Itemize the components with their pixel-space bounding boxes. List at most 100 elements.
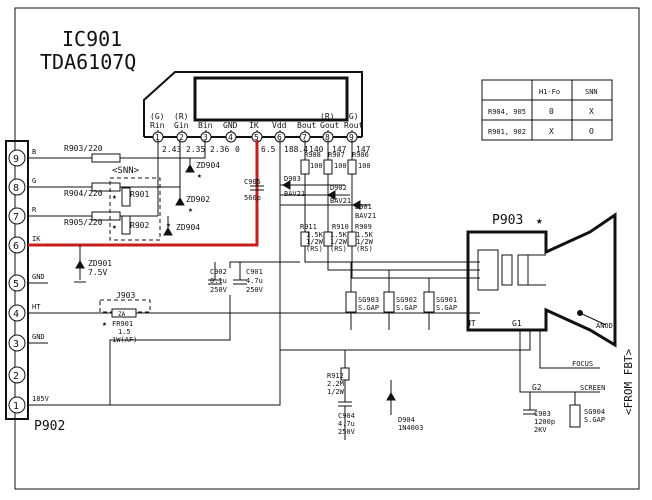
ic-pin-label-2: Gin — [174, 121, 189, 130]
table-row1-snn: X — [589, 107, 594, 116]
ic-pin-label-8: Gout — [320, 121, 339, 130]
p902-pin-number-3: 3 — [13, 339, 19, 350]
svg-text:(RS): (RS) — [330, 245, 347, 253]
svg-text:★: ★ — [166, 220, 171, 229]
ic-heat-tab — [193, 76, 349, 122]
p902-pin-circle-6 — [8, 236, 26, 254]
p902-pin-number-4: 4 — [13, 309, 19, 320]
svg-text:HT: HT — [466, 319, 476, 328]
ic-pin-number-9: 9 — [349, 133, 354, 142]
ic-pin-label-2: (R) — [174, 112, 188, 121]
connector-p902-body — [5, 140, 29, 420]
p902-pin-number-1: 1 — [13, 401, 19, 412]
svg-text:D903: D903 — [284, 175, 301, 183]
ic-pin-voltage-8: 147 — [332, 145, 347, 154]
p902-pin-circle-7 — [8, 207, 26, 225]
svg-text:S.GAP: S.GAP — [358, 304, 379, 312]
svg-text:FOCUS: FOCUS — [572, 360, 593, 368]
table-row2-label: R901, 902 — [488, 128, 526, 136]
snn-label: <SNN> — [112, 166, 140, 176]
svg-text:SCREEN: SCREEN — [580, 384, 605, 392]
svg-text:2KV: 2KV — [534, 426, 547, 434]
svg-text:100: 100 — [358, 162, 371, 170]
svg-text:4.7u: 4.7u — [338, 420, 355, 428]
r912-c904-d904: R912 2.2M 1/2W C904 4.7u 250V D904 1N400… — [327, 350, 423, 440]
feedback-resistors: R911 1.5K 1/2W (RS) R910 1.5K 1/2W (RS) … — [300, 223, 480, 279]
spark-gaps: SG903 S.GAP SG902 S.GAP SG901 S.GAP — [345, 262, 457, 330]
svg-text:G2: G2 — [532, 383, 542, 392]
svg-text:C901: C901 — [246, 268, 263, 276]
svg-text:ZA: ZA — [118, 311, 126, 318]
p902-pin-circle-3 — [8, 334, 26, 352]
svg-text:1/2W: 1/2W — [306, 238, 324, 246]
svg-text:FR901: FR901 — [112, 320, 133, 328]
svg-text:R901: R901 — [130, 190, 149, 199]
ic-pins: 1(G)Rin2.432(R)Gin2.353Bin2.364GND05IK6.… — [150, 112, 371, 154]
p902-pin-circle-9 — [8, 149, 26, 167]
svg-text:1.5K: 1.5K — [356, 231, 374, 239]
ic-pin-number-1: 1 — [155, 133, 160, 142]
focus-screen: FOCUS SCREEN G2 <FROM FBT> — [519, 330, 635, 415]
svg-text:R911: R911 — [300, 223, 317, 231]
ic-pin-label-6: Vdd — [272, 121, 287, 130]
ic-pin-number-7: 7 — [302, 133, 307, 142]
from-fbt-label: <FROM FBT> — [622, 348, 635, 415]
table-row2-snn: O — [589, 127, 594, 136]
svg-text:R912: R912 — [327, 372, 344, 380]
svg-text:★: ★ — [197, 171, 202, 180]
p902-pin-circle-4 — [8, 304, 26, 322]
svg-text:1/2W: 1/2W — [330, 238, 348, 246]
svg-text:(RS): (RS) — [306, 245, 323, 253]
input-resistors: R903/220 R904/220 R905/220 — [64, 144, 121, 227]
svg-text:SG903: SG903 — [358, 296, 379, 304]
ic-pin-label-7: Bout — [297, 121, 316, 130]
svg-text:★: ★ — [536, 214, 543, 227]
svg-text:P903: P903 — [492, 213, 523, 228]
c903-sg904: C903 1200p 2KV SG904 S.GAP — [523, 392, 605, 434]
j903-fr901: J903 ZA ★ FR901 1.5 1W(AF) — [99, 291, 151, 344]
svg-text:BAV21: BAV21 — [284, 190, 305, 198]
ic-pin-label-1: (G) — [150, 112, 164, 121]
svg-text:G1: G1 — [512, 319, 522, 328]
ik-trace — [28, 140, 259, 247]
ic-pin-label-9: Rout — [344, 121, 363, 130]
p902-pin-number-6: 6 — [13, 241, 19, 252]
p902-signal-9: B — [32, 148, 36, 156]
svg-text:1.5K: 1.5K — [306, 231, 324, 239]
svg-text:250V: 250V — [338, 428, 356, 436]
svg-text:S.GAP: S.GAP — [584, 416, 605, 424]
ic-pin-number-3: 3 — [203, 133, 208, 142]
p902-pin-circle-8 — [8, 178, 26, 196]
p902-signal-1: 185V — [32, 395, 50, 403]
svg-text:ZD904: ZD904 — [176, 223, 200, 232]
p902-pin-number-8: 8 — [13, 183, 19, 194]
p902-pin-number-5: 5 — [13, 279, 19, 290]
svg-text:1.5K: 1.5K — [330, 231, 348, 239]
svg-text:1W(AF): 1W(AF) — [112, 336, 137, 344]
ic-pin-label-9: (G) — [344, 112, 358, 121]
svg-text:250V: 250V — [210, 286, 228, 294]
svg-text:1200p: 1200p — [534, 418, 555, 426]
svg-text:R902: R902 — [130, 221, 149, 230]
svg-text:SG901: SG901 — [436, 296, 457, 304]
ic-pin-label-3: Bin — [198, 121, 213, 130]
svg-text:1/2W: 1/2W — [356, 238, 374, 246]
crt-socket-p903: P903 ★ HT G1 ANODE — [466, 212, 617, 348]
ic-pin-circle-2 — [176, 131, 188, 143]
svg-text:(RS): (RS) — [356, 245, 373, 253]
p902-signal-3: GND — [32, 333, 45, 341]
ic-pin-label-8: (R) — [320, 112, 334, 121]
ic-pin-voltage-3: 2.36 — [210, 145, 229, 154]
ic-pin-voltage-5: 6.5 — [261, 145, 276, 154]
svg-text:R905/220: R905/220 — [64, 218, 103, 227]
svg-text:ANODE: ANODE — [596, 322, 617, 330]
c901-c902: C902 0.1u 250V C901 4.7u 250V — [208, 262, 264, 294]
connector-p902-label: P902 — [34, 419, 65, 434]
ic-pin-voltage-4: 0 — [235, 145, 240, 154]
svg-text:250V: 250V — [246, 286, 264, 294]
svg-text:D902: D902 — [330, 184, 347, 192]
ic-pin-circle-3 — [200, 131, 212, 143]
ic-pin-number-8: 8 — [325, 133, 330, 142]
